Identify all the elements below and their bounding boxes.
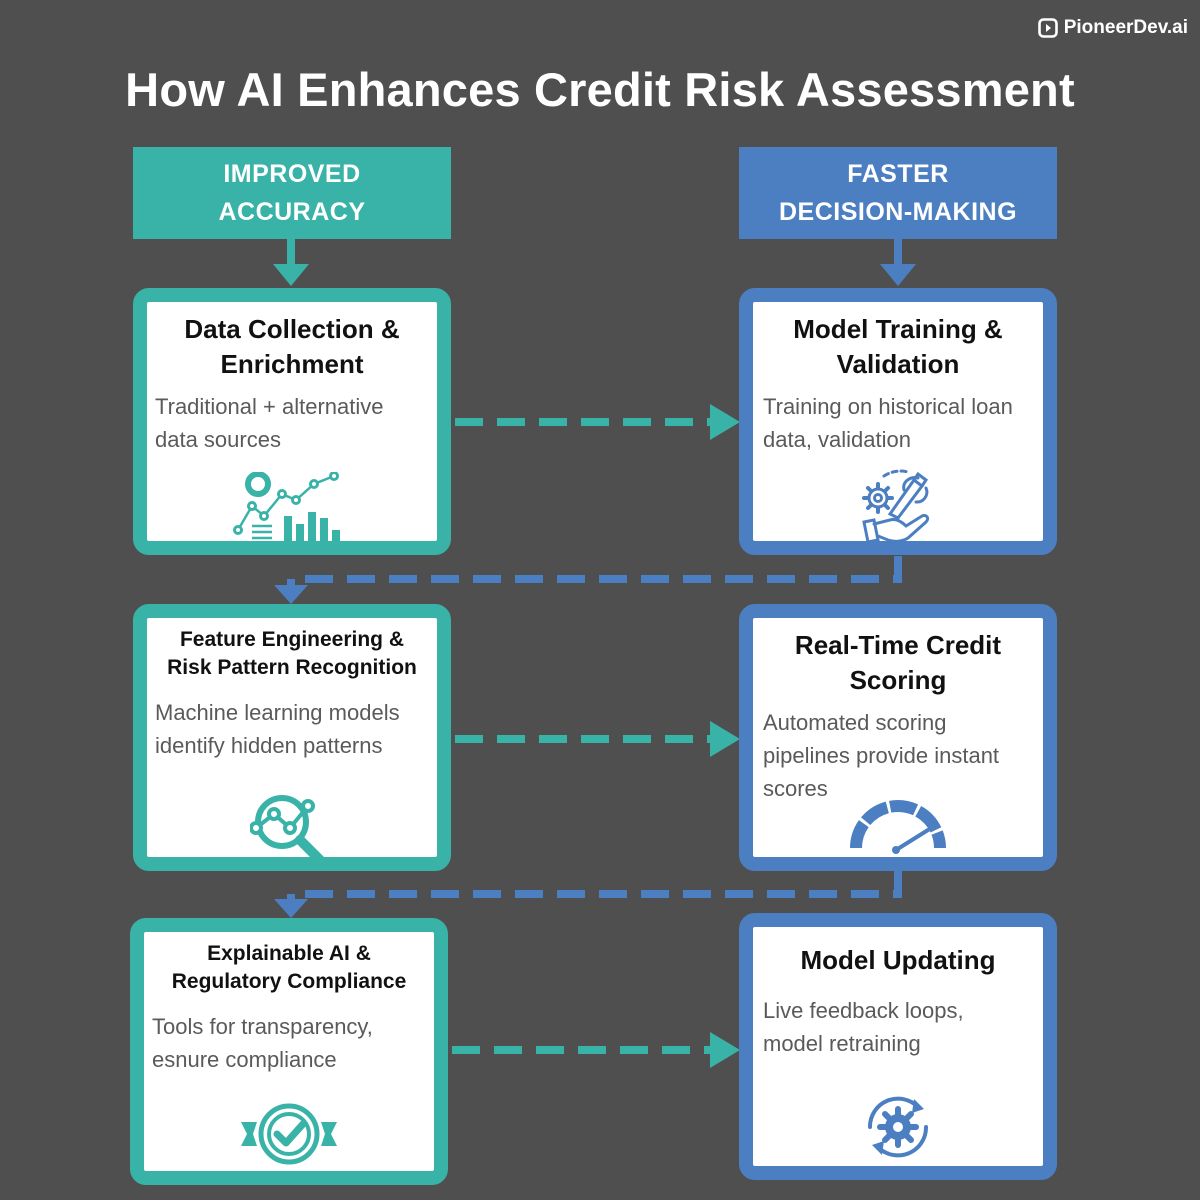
header-left-line2: ACCURACY [218, 198, 366, 226]
step-title: Explainable AI & Regulatory Compliance [144, 940, 434, 996]
step-title-line2: Validation [836, 349, 960, 379]
step-card-model-updating: Model Updating Live feedback loops, mode… [739, 913, 1057, 1180]
step-title-line1: Explainable AI & [207, 942, 371, 965]
step-title-line1: Feature Engineering & [179, 628, 405, 651]
step-title-line1: Real-Time Credit [794, 630, 1002, 660]
step-title-line2: Scoring [849, 665, 947, 695]
step-card-data-collection: Data Collection & Enrichment Traditional… [133, 288, 451, 555]
speedometer-icon [850, 800, 946, 854]
step-title: Model Updating [753, 943, 1043, 978]
step-description: Training on historical loan data, valida… [763, 394, 1013, 452]
step-description: Live feedback loops, model retraining [763, 998, 964, 1056]
header-left-line1: IMPROVED [223, 160, 361, 188]
page-title: How AI Enhances Credit Risk Assessment [125, 63, 1075, 116]
step-title-line2: Risk Pattern Recognition [167, 656, 417, 679]
step-description: Machine learning models identify hidden … [155, 700, 400, 758]
step-title: Real-Time Credit Scoring [753, 628, 1043, 698]
step-title-line1: Model Training & [793, 314, 1003, 344]
header-faster-decision-making: FASTER DECISION-MAKING [739, 147, 1057, 239]
step-title-line1: Data Collection & [184, 314, 400, 344]
gear-refresh-icon [867, 1096, 929, 1158]
step-card-real-time-scoring: Real-Time Credit Scoring Automated scori… [739, 604, 1057, 871]
brand: PioneerDev.ai [1037, 17, 1188, 39]
step-title: Model Training & Validation [753, 312, 1043, 382]
step-description: Tools for transparency, esnure complianc… [152, 1014, 373, 1072]
step-title: Feature Engineering & Risk Pattern Recog… [147, 626, 437, 682]
step-title: Data Collection & Enrichment [147, 312, 437, 382]
row3-right-arrow [452, 1032, 740, 1068]
row1-right-arrow [455, 404, 740, 440]
step-title-line2: Enrichment [220, 349, 364, 379]
step-card-model-training: Model Training & Validation Training on … [739, 288, 1057, 555]
step-card-feature-engineering: Feature Engineering & Risk Pattern Recog… [133, 604, 451, 871]
header-improved-accuracy: IMPROVED ACCURACY [133, 147, 451, 239]
gear-hand-tools-icon [862, 469, 930, 544]
return-arrow-2 [274, 871, 902, 918]
brand-name: PioneerDev.ai [1063, 17, 1188, 38]
header-right-line2: DECISION-MAKING [778, 198, 1018, 226]
return-arrow-1 [274, 556, 902, 604]
step-description: Traditional + alternative data sources [155, 394, 384, 452]
step-description: Automated scoring pipelines provide inst… [763, 710, 1000, 801]
step-title-line2: Regulatory Compliance [171, 970, 407, 993]
step-card-explainable-ai: Explainable AI & Regulatory Compliance T… [130, 918, 448, 1185]
magnifier-graph-icon [250, 795, 325, 865]
pioneerdev-logo-icon [1037, 18, 1058, 38]
check-badge-icon [241, 1103, 337, 1165]
analytics-chart-icon [233, 472, 340, 542]
row2-right-arrow [455, 721, 740, 757]
header-left-down-arrow [273, 239, 309, 286]
header-right-line1: FASTER [847, 160, 949, 188]
header-right-down-arrow [880, 239, 916, 286]
step-title-line1: Model Updating [800, 945, 996, 975]
